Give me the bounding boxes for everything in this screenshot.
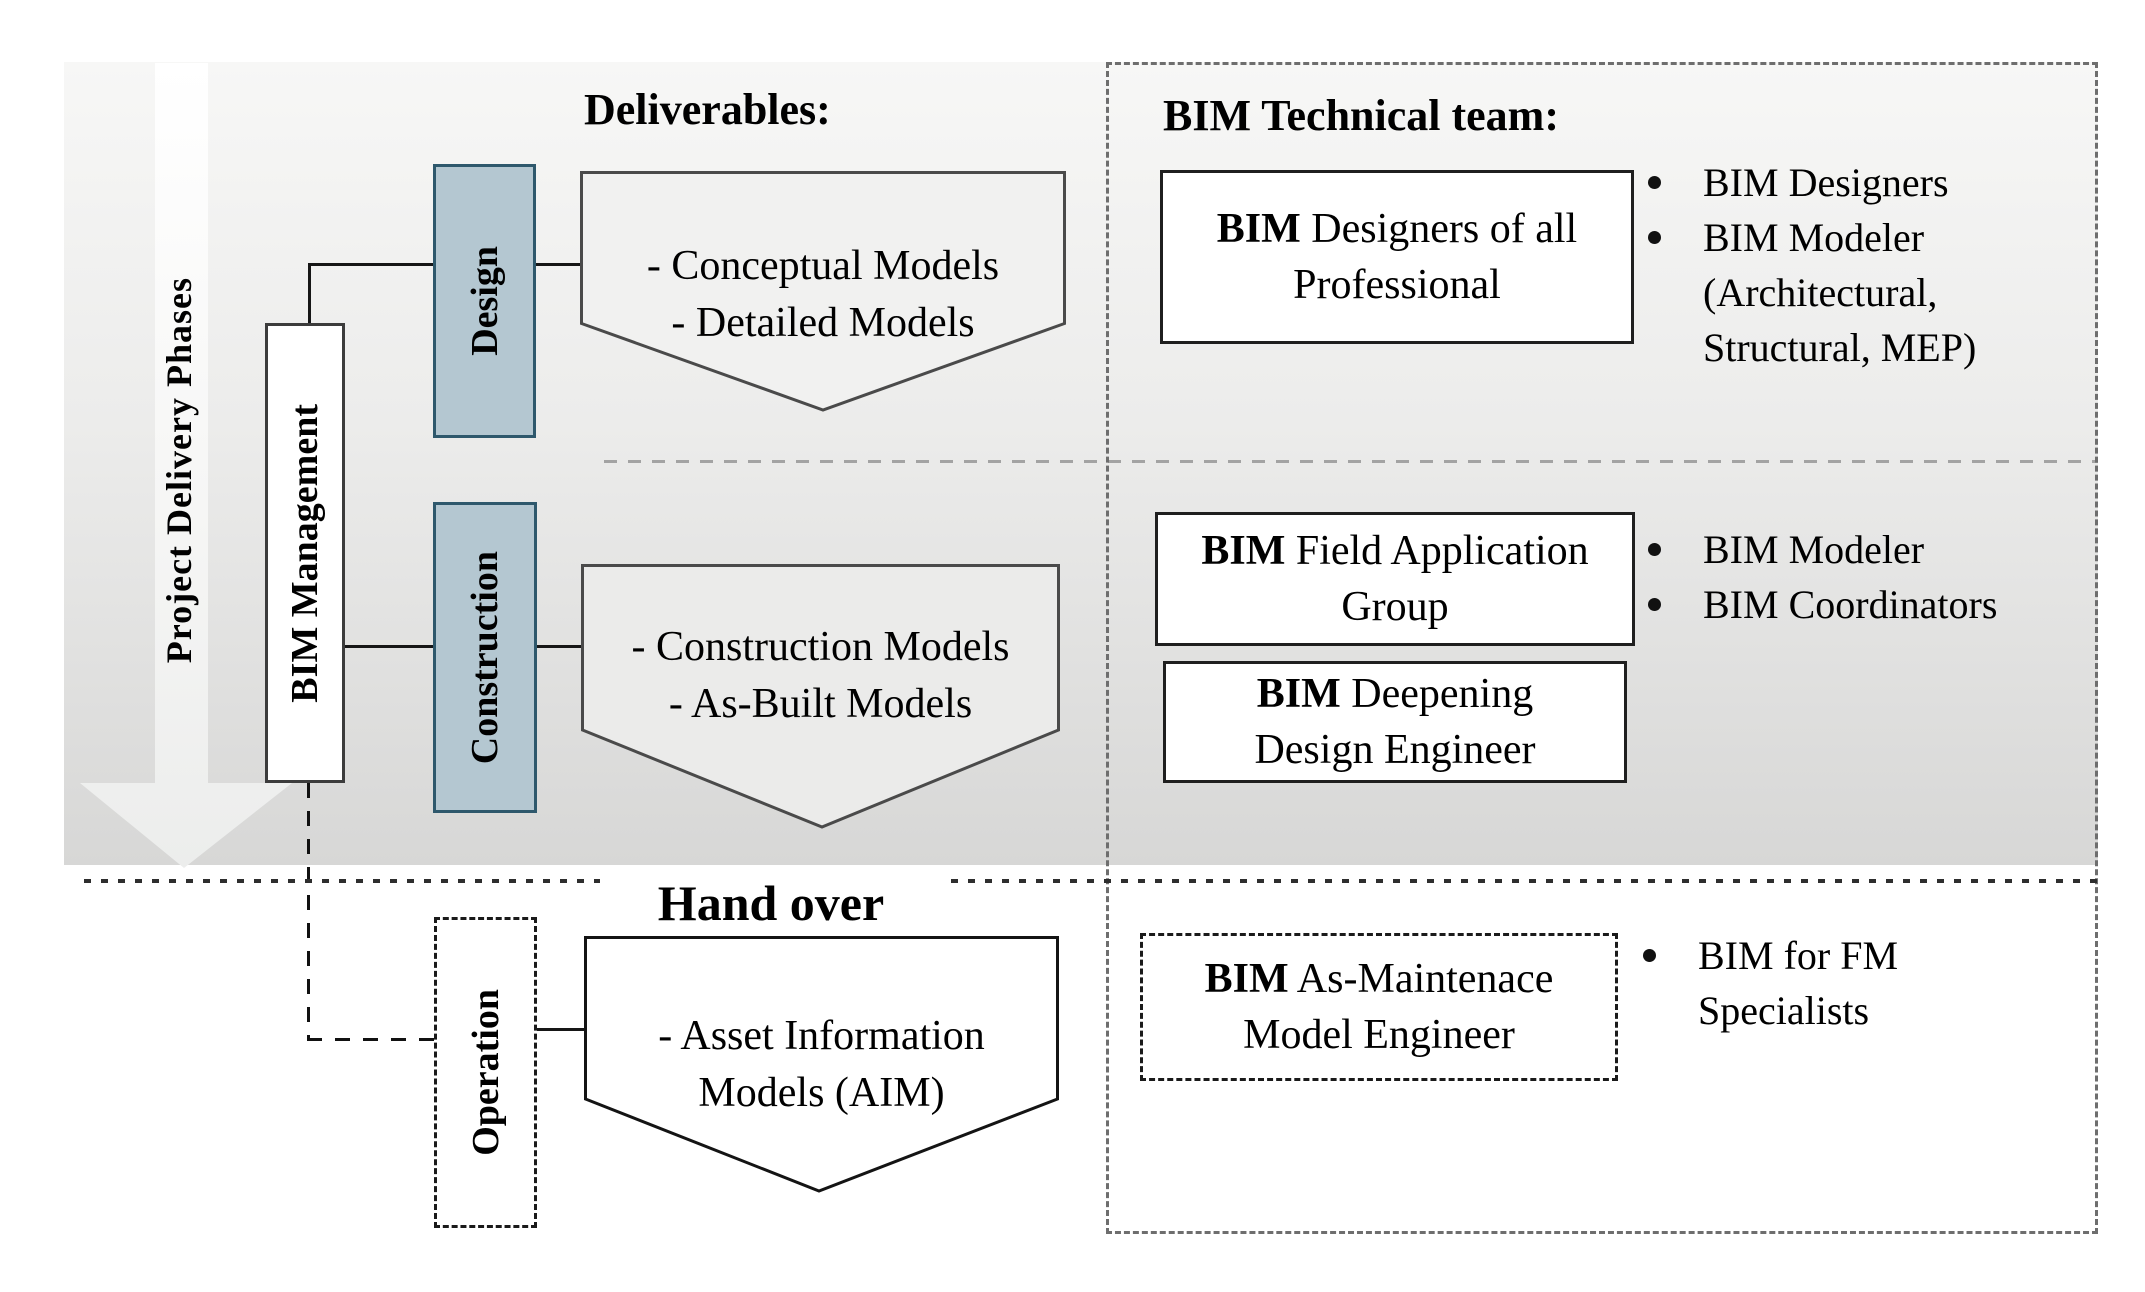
connector-construction-to-deliverable [535,645,586,648]
list-item: BIM Modeler [1648,210,2118,265]
team-box-field-application: BIM Field Application Group [1155,512,1635,646]
team-box-deepening-line1: BIM Deepening [1257,666,1533,722]
bullet-text: BIM for FM [1698,933,1899,978]
hand-over-label: Hand over [600,874,942,932]
bim-technical-team-section-border [1106,62,2098,1234]
bim-management-text: BIM Management [284,403,326,703]
deliverable-design-line2: - Detailed Models [671,300,975,346]
project-delivery-phases-label: Project Delivery Phases [150,225,208,715]
bim-bold: BIM [1256,671,1341,717]
bullet-list-construction: BIM Modeler BIM Coordinators [1648,522,2118,632]
deliverable-shape-design [580,171,1066,412]
bullet-list-operation: BIM for FM Specialists [1643,928,2113,1038]
list-item: BIM Coordinators [1648,577,2118,632]
deliverable-text-operation: - Asset Information Models (AIM) [584,1008,1059,1122]
design-construction-divider-dashed-line [604,460,2098,463]
team-box-designers: BIM Designers of all Professional [1160,170,1634,344]
team-box-designers-line1: BIM Designers of all [1217,201,1577,257]
deliverables-heading: Deliverables: [584,85,831,134]
project-delivery-phases-text: Project Delivery Phases [159,276,199,664]
team-box-deepening: BIM Deepening Design Engineer [1163,661,1627,783]
list-item-continuation: Structural, MEP) [1648,320,2118,375]
phase-box-design: Design [433,164,536,438]
connector-mgmt-to-design [308,263,435,266]
deliverable-design-line1: - Conceptual Models [646,243,1000,289]
deliverable-operation-line2: Models (AIM) [698,1070,945,1116]
connector-mgmt-to-operation-horizontal-dashed [307,1038,436,1041]
connector-mgmt-to-construction [343,645,435,648]
connector-mgmt-elbow [308,263,311,325]
bim-bold: BIM [1204,956,1289,1002]
list-item: BIM Modeler [1648,522,2118,577]
connector-mgmt-to-operation-vertical-dashed [307,783,310,1040]
bullet-text: Specialists [1698,988,1870,1033]
hand-over-divider-dotted-line [84,879,2098,883]
list-item-continuation: Specialists [1643,983,2113,1038]
deliverable-text-construction: - Construction Models - As-Built Models [581,619,1060,733]
team-box-field-rest: Field Application [1285,528,1589,574]
bullet-icon [1648,176,1661,189]
deliverable-shape-operation [584,936,1059,1193]
bullet-text: BIM Modeler [1703,215,1925,260]
connector-design-to-deliverable [534,263,583,266]
deliverable-text-design: - Conceptual Models - Detailed Models [580,238,1066,352]
list-item: BIM for FM [1643,928,2113,983]
deliverable-construction-line1: - Construction Models [631,624,1010,670]
deliverable-operation-line1: - Asset Information [658,1013,985,1059]
team-box-deepening-line2: Design Engineer [1254,727,1536,773]
team-box-as-maintenance: BIM As-Maintenace Model Engineer [1140,933,1618,1081]
bullet-icon [1643,949,1656,962]
bim-bold: BIM [1201,528,1286,574]
bullet-icon [1648,543,1661,556]
phase-box-construction: Construction [433,502,537,813]
team-box-field-line1: BIM Field Application [1201,523,1588,579]
team-box-maintenance-rest: As-Maintenace [1288,956,1554,1002]
team-box-deepening-rest: Deepening [1340,671,1534,717]
bullet-icon [1648,598,1661,611]
phases-background-panel [64,62,2098,865]
deliverable-construction-line2: - As-Built Models [668,681,973,727]
operation-text: Operation [464,989,507,1156]
bullet-text: (Architectural, [1703,270,1938,315]
team-box-field-line2: Group [1341,584,1449,630]
bullet-text: BIM Modeler [1703,527,1925,572]
bullet-text: Structural, MEP) [1703,325,1977,370]
deliverable-shape-construction [581,564,1060,829]
bullet-text: BIM Designers [1703,160,1949,205]
list-item-continuation: (Architectural, [1648,265,2118,320]
team-box-maintenance-line1: BIM As-Maintenace [1205,951,1554,1007]
bim-bold: BIM [1216,206,1301,252]
phase-box-operation: Operation [434,917,537,1228]
construction-text: Construction [464,550,506,765]
bim-management-box: BIM Management [265,323,345,783]
list-item: BIM Designers [1648,155,2118,210]
bullet-text: BIM Coordinators [1703,582,1998,627]
connector-operation-to-deliverable [535,1028,588,1031]
team-box-designers-rest: Designers of all [1300,206,1578,252]
design-text: Design [463,246,506,356]
bullet-icon [1648,231,1661,244]
bim-technical-team-heading: BIM Technical team: [1163,91,1559,140]
team-box-maintenance-line2: Model Engineer [1243,1012,1515,1058]
bullet-list-design: BIM Designers BIM Modeler (Architectural… [1648,155,2118,375]
team-box-designers-line2: Professional [1293,262,1501,308]
